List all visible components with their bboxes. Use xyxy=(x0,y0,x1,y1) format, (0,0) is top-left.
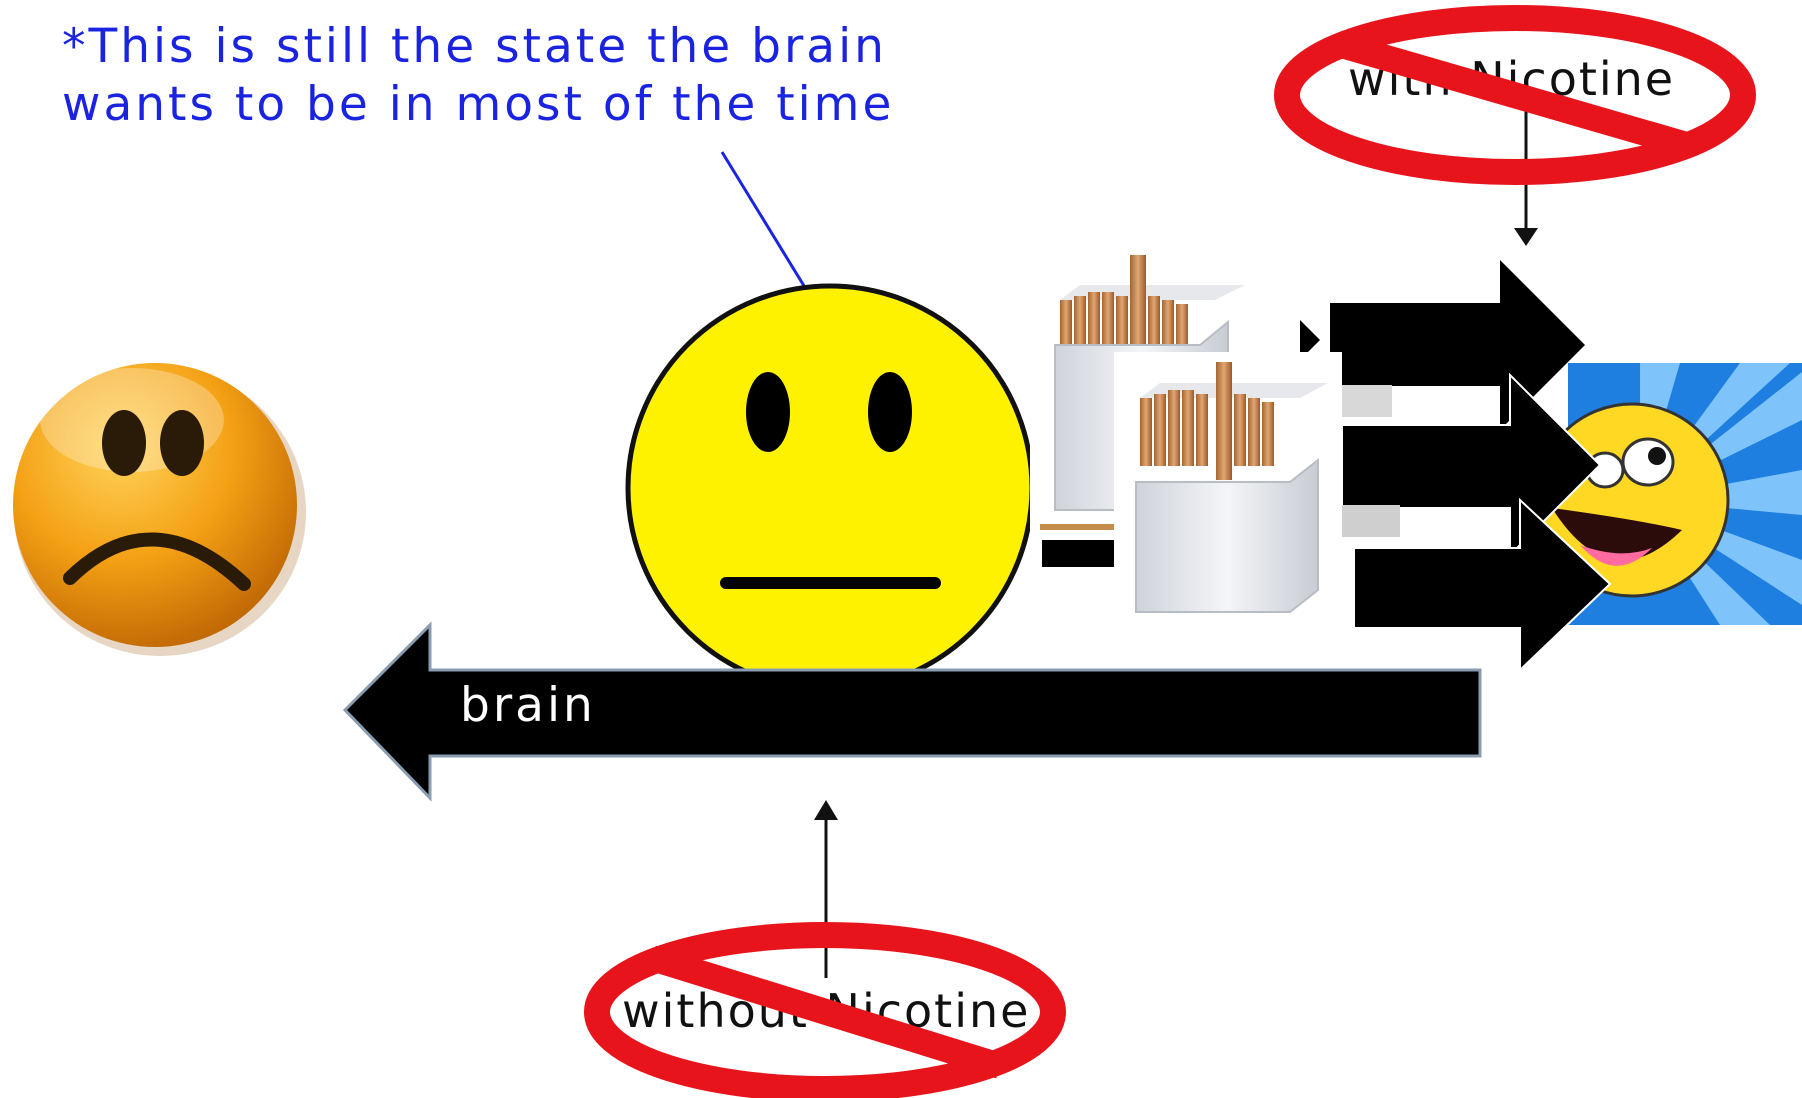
no-sign-icon xyxy=(584,922,1066,1098)
annotation-text: *This is still the state the brain wants… xyxy=(62,19,895,132)
image-fragment xyxy=(1300,320,1400,537)
without-nicotine-connector xyxy=(814,800,838,978)
sad-face-icon xyxy=(13,363,306,656)
arrow-fragment xyxy=(1042,540,1122,567)
brain-label: brain xyxy=(460,678,596,733)
cigarette-pack-icon xyxy=(1114,352,1342,642)
no-sign-icon xyxy=(1274,5,1756,185)
brain-arrow xyxy=(342,621,1482,802)
right-arrow-bottom xyxy=(1353,497,1612,673)
